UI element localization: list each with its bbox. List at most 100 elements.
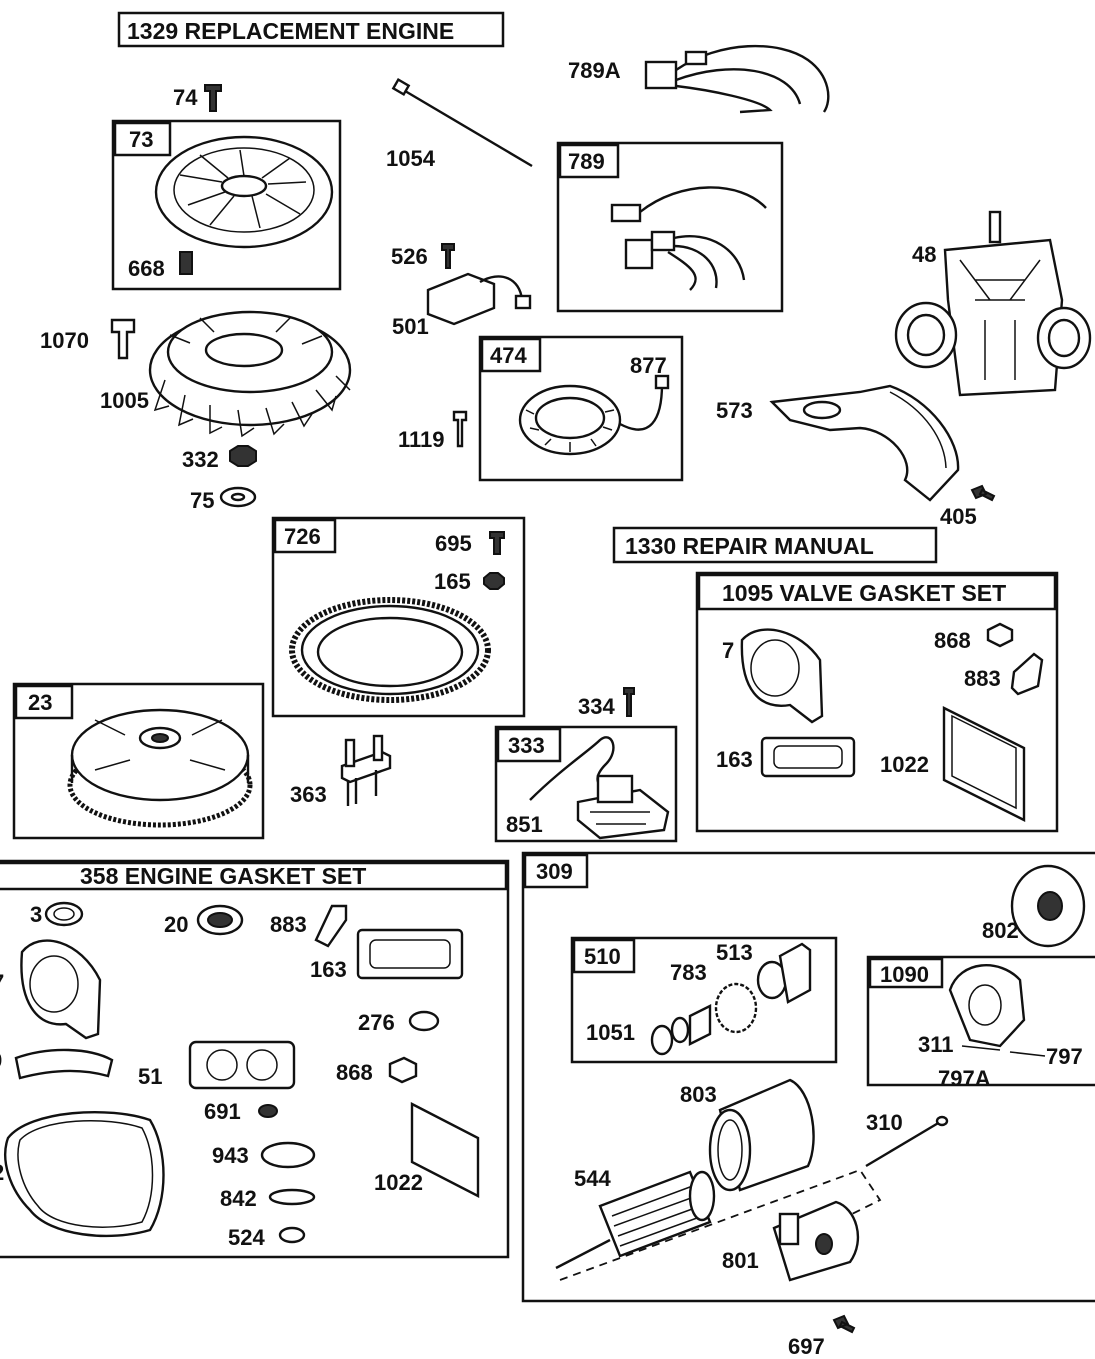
group-73: 73 668 xyxy=(111,119,342,291)
group-1090: 1090 311 797 797A xyxy=(866,955,1095,1091)
part-number-label: 524 xyxy=(228,1225,265,1250)
bolt-1070-part xyxy=(110,318,136,360)
replacement-engine-title: 1329 REPLACEMENT ENGINE xyxy=(117,11,505,48)
part-number-label: 783 xyxy=(670,960,707,985)
part-number-label: 163 xyxy=(310,957,347,982)
part-number-label: 868 xyxy=(934,628,971,653)
part-number-label: 20 xyxy=(164,912,188,937)
part-number-label: 801 xyxy=(722,1248,759,1273)
part-number-label: 311 xyxy=(918,1032,954,1057)
part-number-label: 7 xyxy=(722,638,734,663)
cable-tie-1054-part xyxy=(399,86,533,168)
part-number-label: 358 ENGINE GASKET SET xyxy=(80,863,366,889)
part-number-label: 544 xyxy=(574,1166,611,1191)
part-label-1070: 1070 xyxy=(40,328,89,353)
harness-789A-part xyxy=(644,44,830,114)
bolt-697-part xyxy=(832,1314,856,1334)
part-label-501: 501 xyxy=(392,314,429,339)
flywheel-fan-part xyxy=(148,310,352,438)
flywheel-23-part xyxy=(67,708,253,828)
group-1095: 1095 VALVE GASKET SET 7 868 883 163 1022 xyxy=(695,571,1059,833)
bolt-405-part xyxy=(970,484,996,502)
part-number-label: 1090 xyxy=(880,962,929,987)
part-number-label: 802 xyxy=(982,918,1019,943)
part-number-label: 851 xyxy=(506,812,543,837)
gasket-163-part xyxy=(760,736,856,778)
group-23: 23 xyxy=(12,682,265,840)
part-label-75: 75 xyxy=(190,488,214,513)
group-510: 510 783 513 1051 xyxy=(570,936,838,1064)
part-number-label: 474 xyxy=(490,343,527,368)
screw-334-part xyxy=(623,687,635,717)
head-gasket-7-set-part xyxy=(20,939,102,1040)
part-label-332: 332 xyxy=(182,447,219,472)
part-number-label: 695 xyxy=(435,531,472,556)
alternator-474-part xyxy=(518,374,670,456)
engine-block-48-part xyxy=(894,210,1092,397)
part-number-label: 333 xyxy=(508,733,545,758)
part-number-label: 3 xyxy=(30,902,42,927)
part-number-label: 513 xyxy=(716,940,753,965)
repair-manual-title: 1330 REPAIR MANUAL xyxy=(612,526,938,564)
part-number-label: 691 xyxy=(204,1099,241,1124)
fan-screen-part xyxy=(154,135,334,249)
part-number-label: 310 xyxy=(866,1110,903,1135)
gasket-51-part xyxy=(188,1040,296,1090)
part-number-label: 1329 REPLACEMENT ENGINE xyxy=(127,18,454,44)
part-number-label: 2 xyxy=(0,1160,4,1185)
screw-526-part xyxy=(441,243,455,269)
part-number-label: 726 xyxy=(284,524,321,549)
part-number-label: 943 xyxy=(212,1143,249,1168)
group-474: 474 877 xyxy=(478,335,684,482)
part-label-48: 48 xyxy=(912,242,936,267)
part-label-334: 334 xyxy=(578,694,615,719)
group-726: 726 695 165 xyxy=(271,516,526,718)
part-label-74: 74 xyxy=(173,85,198,110)
part-number-label: 842 xyxy=(220,1186,257,1211)
part-label-1119: 1119 xyxy=(398,427,445,452)
part-number-label: 1095 VALVE GASKET SET xyxy=(722,580,1006,606)
washer-75-part xyxy=(219,486,257,508)
part-number-label: 883 xyxy=(964,666,1001,691)
group-789: 789 xyxy=(556,141,784,313)
part-number-label: 1051 xyxy=(586,1020,635,1045)
part-label-789A: 789A xyxy=(568,58,621,83)
part-label-1005: 1005 xyxy=(100,388,149,413)
harness-789-part xyxy=(610,186,767,291)
part-label-405: 405 xyxy=(940,504,977,529)
module-501-part xyxy=(426,272,532,326)
nut-332-part xyxy=(229,445,257,467)
cover-gasket-1022-set-part xyxy=(410,1102,480,1198)
bracket-363-part xyxy=(340,734,392,806)
part-number-label: 510 xyxy=(584,944,621,969)
part-number-label: 23 xyxy=(28,690,52,715)
brush-plate-801-part xyxy=(772,1200,860,1282)
part-label-573: 573 xyxy=(716,398,753,423)
part-number-label: 803 xyxy=(680,1082,717,1107)
part-label-1054: 1054 xyxy=(386,146,436,171)
group-309: 309 802 510 783 513 1051 xyxy=(521,851,1095,1303)
part-label-697: 697 xyxy=(788,1334,825,1359)
part-number-label: 9 xyxy=(0,1048,2,1073)
ignition-coil-333-part xyxy=(529,736,670,840)
head-gasket-7-part xyxy=(740,628,824,724)
housing-803-part xyxy=(708,1078,815,1192)
part-number-label: 789 xyxy=(568,149,605,174)
screw-74-part xyxy=(204,84,222,112)
group-358: 358 ENGINE GASKET SET 3 20 883 163 7 276… xyxy=(0,859,510,1259)
drive-gear-510-part xyxy=(650,942,812,1056)
part-number-label: 51 xyxy=(138,1064,162,1089)
through-bolt-310-part xyxy=(865,1120,941,1168)
part-number-label: 877 xyxy=(630,353,667,378)
crankcase-gasket-2-part xyxy=(4,1110,165,1238)
part-number-label: 797 xyxy=(1046,1044,1083,1069)
part-number-label: 797A xyxy=(938,1066,991,1091)
ring-gear-726-part xyxy=(289,597,491,703)
part-number-label: 163 xyxy=(716,747,753,772)
part-number-label: 868 xyxy=(336,1060,373,1085)
part-number-label: 309 xyxy=(536,859,573,884)
part-number-label: 1022 xyxy=(880,752,929,777)
part-number-label: 668 xyxy=(128,256,165,281)
part-number-label: 165 xyxy=(434,569,471,594)
